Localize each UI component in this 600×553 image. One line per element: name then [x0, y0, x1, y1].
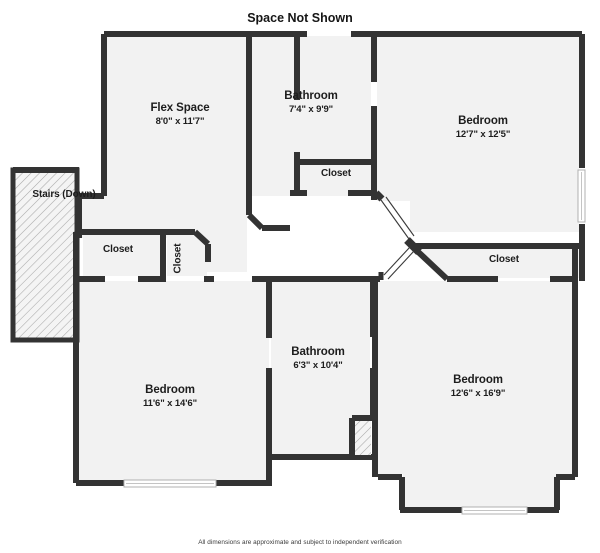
flex-space-fill: [79, 36, 247, 272]
wall-closet-left-narrow-angle: [192, 229, 211, 247]
door-upper-hall-a: [380, 199, 410, 240]
walls: [13, 31, 585, 513]
wall-node-upper: [373, 190, 385, 202]
plan-title: Space Not Shown: [247, 11, 353, 25]
closet-right-fill: [420, 246, 579, 278]
closet-left-narrow-fill: [167, 232, 207, 276]
disclaimer-note: All dimensions are approximate and subje…: [198, 539, 402, 546]
wall-closet-right-angle: [411, 245, 450, 282]
bedroom-lower-left-fill: [79, 281, 269, 481]
bedroom-lower-right-fill: [378, 281, 572, 507]
closet-left-fill: [83, 232, 163, 276]
wall-flex-right-angle: [246, 212, 265, 231]
windows: [123, 169, 586, 515]
room-fills: [79, 36, 579, 507]
bedroom-upper-right-fill: [377, 36, 579, 232]
stairs-area: [10, 167, 80, 343]
chase-hatch: [355, 421, 371, 455]
door-lower-hall-a: [383, 246, 411, 276]
bathroom-upper-fill: [245, 36, 371, 196]
door-upper-hall-b: [385, 196, 415, 237]
doors: [380, 196, 415, 280]
door-lower-hall-b: [387, 250, 415, 280]
bathroom-lower-fill: [271, 281, 370, 455]
